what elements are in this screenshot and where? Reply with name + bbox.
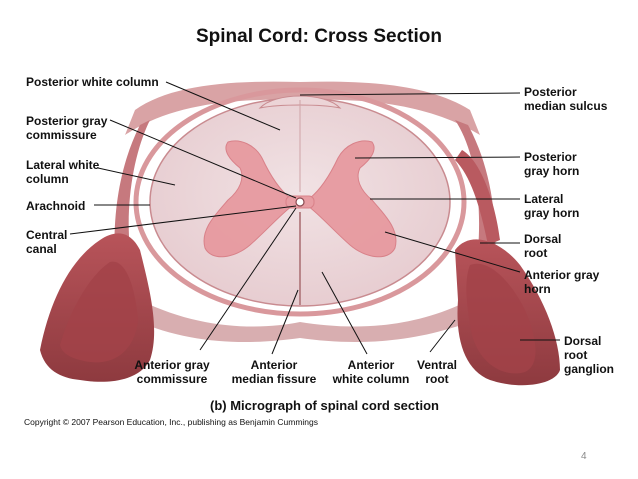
label-posterior-gray-horn: Posterior gray horn [524,150,580,178]
label-posterior-gray-commissure: Posterior gray commissure [26,114,108,142]
label-anterior-median-fissure: Anterior median fissure [231,358,317,386]
label-dorsal-root-ganglion: Dorsal root ganglion [564,334,614,376]
meninges [133,87,467,317]
label-arachnoid: Arachnoid [26,199,86,213]
label-lateral-white-column: Lateral white column [26,158,100,186]
label-anterior-white-column: Anterior white column [332,358,410,386]
label-dorsal-root: Dorsal root [524,232,562,260]
right-ganglion [455,150,560,386]
slide-title: Spinal Cord: Cross Section [196,26,442,47]
label-anterior-gray-horn: Anterior gray horn [524,268,600,296]
figure-caption: (b) Micrograph of spinal cord section [210,398,439,413]
copyright-notice: Copyright © 2007 Pearson Education, Inc.… [24,417,319,427]
label-lateral-gray-horn: Lateral gray horn [524,192,580,220]
leader-lines [69,81,560,355]
central-canal-dot [295,197,305,207]
left-ganglion [40,233,155,382]
label-ventral-root: Ventral root [416,358,458,386]
label-posterior-median-sulcus: Posterior median sulcus [524,85,608,113]
page-number: 4 [581,451,587,462]
label-posterior-white-column: Posterior white column [26,75,159,89]
label-anterior-gray-commissure: Anterior gray commissure [134,358,210,386]
label-central-canal: Central canal [26,228,68,256]
